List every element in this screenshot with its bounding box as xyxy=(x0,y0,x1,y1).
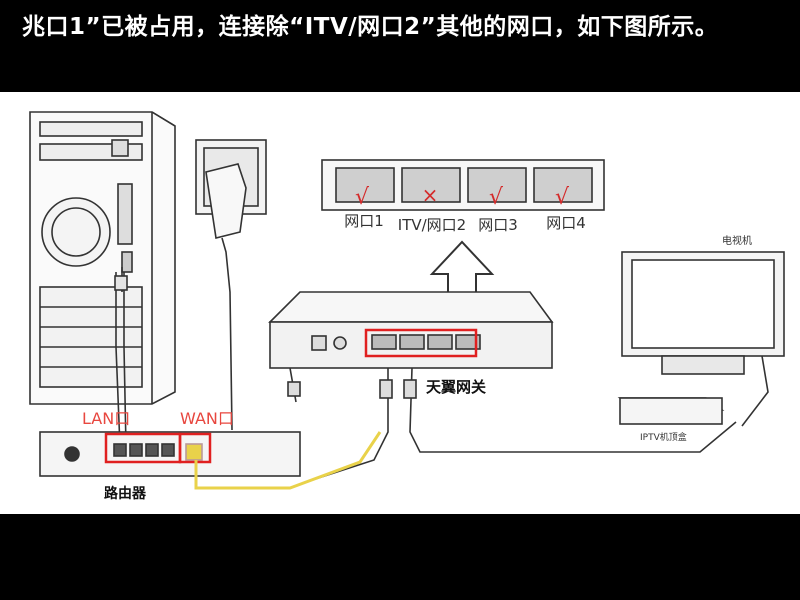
port-label: 网口3 xyxy=(478,216,518,234)
bottom-band xyxy=(0,514,800,600)
port-mark: √ xyxy=(489,185,504,210)
gateway-label: 天翼网关 xyxy=(426,378,486,396)
tv-device xyxy=(621,251,785,427)
caption-text: 兆口1”已被占用，连接除“ITV/网口2”其他的网口，如下图所示。 xyxy=(22,14,719,40)
router-label: 路由器 xyxy=(104,485,147,502)
iptv-box xyxy=(617,397,725,425)
pc-tower xyxy=(29,111,176,405)
port-label: ITV/网口2 xyxy=(398,216,466,234)
diagram-svg: √ × √ √ 网口1 ITV/网口2 网口3 网口4 电视机 天翼网关 IPT… xyxy=(29,111,785,502)
port-label: 网口1 xyxy=(344,212,384,230)
lan-label: LAN口 xyxy=(82,409,130,428)
tv-label: 电视机 xyxy=(722,234,752,247)
port-mark: √ xyxy=(555,185,570,210)
caption-bar: 兆口1”已被占用，连接除“ITV/网口2”其他的网口，如下图所示。 xyxy=(0,0,800,92)
port-panel xyxy=(321,159,605,211)
iptv-label: IPTV机顶盒 xyxy=(640,431,687,443)
port-label: 网口4 xyxy=(546,214,586,232)
wan-label: WAN口 xyxy=(180,409,234,428)
gateway-ports-highlight xyxy=(364,328,478,358)
port-mark: √ xyxy=(355,185,370,210)
power-adapter xyxy=(195,139,267,431)
router-device xyxy=(39,431,301,477)
network-diagram: √ × √ √ 网口1 ITV/网口2 网口3 网口4 电视机 天翼网关 IPT… xyxy=(0,92,800,514)
port-mark: × xyxy=(422,183,439,207)
wan-cable xyxy=(194,431,382,490)
